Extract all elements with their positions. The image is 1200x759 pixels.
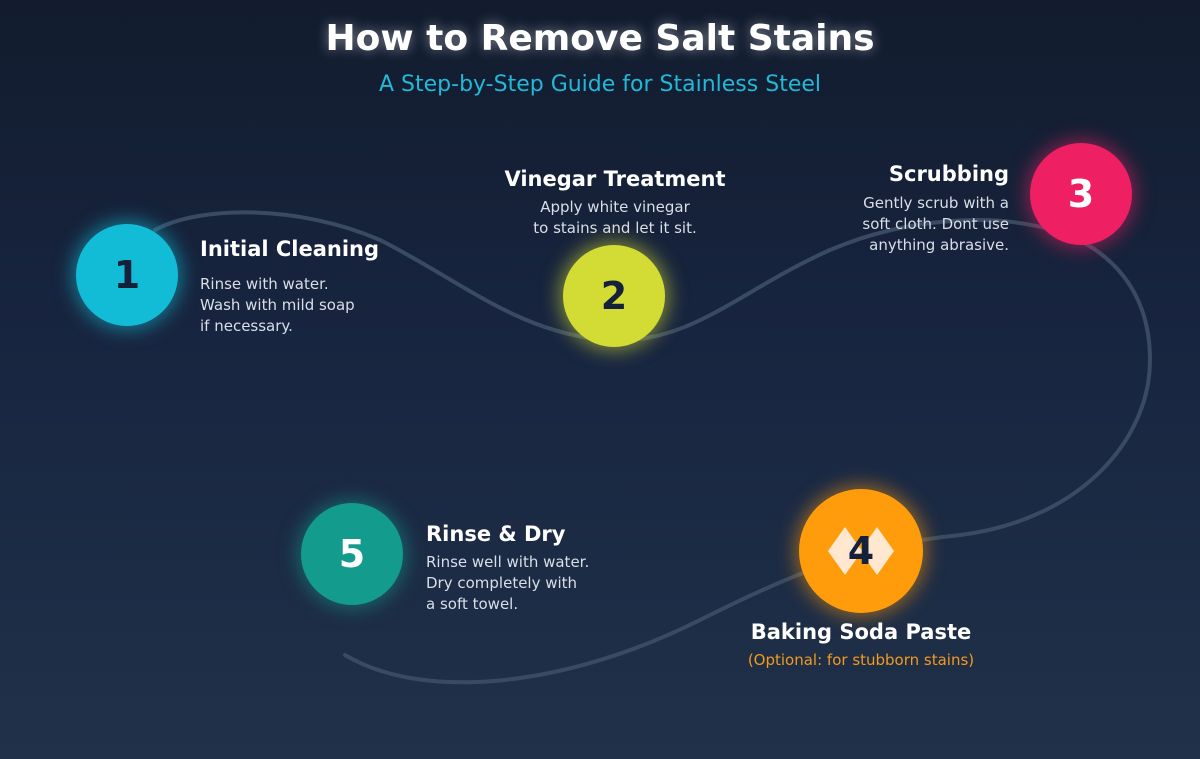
step-3-description: Gently scrub with a soft cloth. Dont use…: [862, 194, 1009, 254]
page-title: How to Remove Salt Stains: [325, 18, 875, 59]
step-2-number: 2: [600, 274, 628, 318]
step-5-title: Rinse & Dry: [426, 522, 566, 546]
step-1-badge: 1: [76, 224, 178, 326]
page-subtitle: A Step-by-Step Guide for Stainless Steel: [379, 72, 821, 97]
step-4-optional-note: (Optional: for stubborn stains): [747, 651, 975, 669]
step-5-badge: 5: [301, 503, 403, 605]
step-3-number: 3: [1067, 172, 1095, 216]
step-1-number: 1: [113, 253, 141, 297]
step-1-title: Initial Cleaning: [200, 237, 380, 261]
diamond-sparkle-icon: [828, 527, 894, 575]
step-4-badge: 4: [799, 489, 923, 613]
step-5-number: 5: [338, 532, 366, 576]
step-2-badge: 2: [563, 245, 665, 347]
step-2-description: Apply white vinegar to stains and let it…: [533, 198, 697, 237]
step-5-description: Rinse well with water. Dry completely wi…: [426, 553, 590, 613]
step-2-title: Vinegar Treatment: [504, 167, 726, 191]
step-4-title: Baking Soda Paste: [750, 620, 972, 644]
step-4-number: 4: [847, 529, 875, 573]
step-1-description: Rinse with water. Wash with mild soap if…: [200, 275, 355, 335]
step-3-title: Scrubbing: [888, 162, 1009, 186]
step-3-badge: 3: [1030, 143, 1132, 245]
